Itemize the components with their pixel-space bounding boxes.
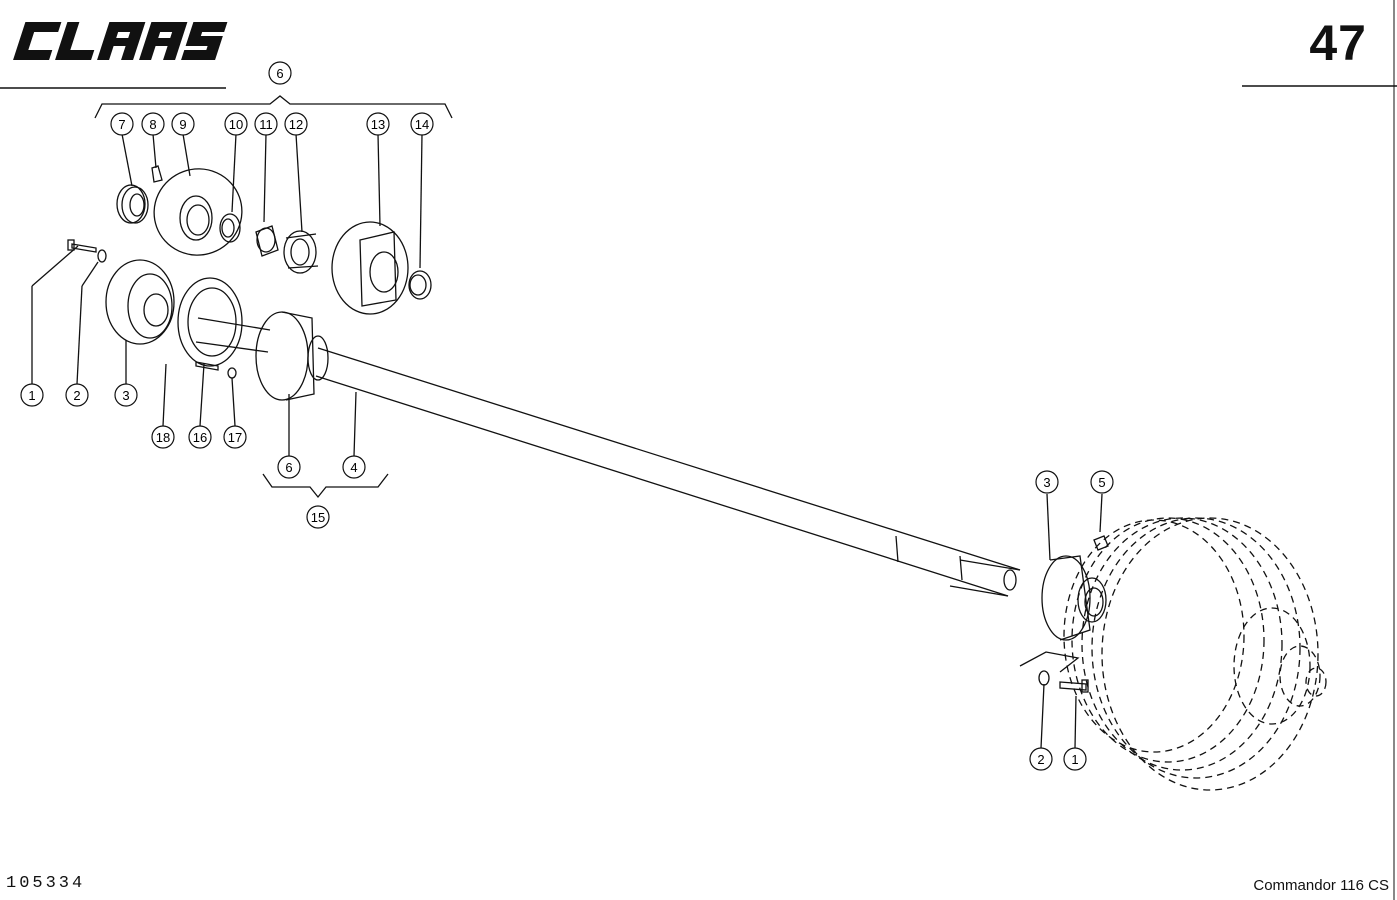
callout-2-right: 2 [1029, 747, 1053, 771]
svg-text:6: 6 [285, 460, 292, 475]
callout-16: 16 [188, 425, 212, 449]
svg-text:8: 8 [149, 117, 156, 132]
svg-text:4: 4 [350, 460, 357, 475]
svg-text:7: 7 [118, 117, 125, 132]
svg-text:13: 13 [371, 117, 385, 132]
callout-17: 17 [223, 425, 247, 449]
document-number: 105334 [6, 874, 86, 893]
svg-text:2: 2 [1037, 752, 1044, 767]
callout-7: 7 [110, 112, 134, 136]
svg-text:5: 5 [1098, 475, 1105, 490]
svg-text:9: 9 [179, 117, 186, 132]
callout-14: 14 [410, 112, 434, 136]
svg-text:1: 1 [28, 388, 35, 403]
callout-1-right: 1 [1063, 747, 1087, 771]
callout-9: 9 [171, 112, 195, 136]
callout-3-left: 3 [114, 383, 138, 407]
part-callouts: 6 7 8 9 10 11 12 13 [20, 61, 1114, 771]
callout-6-top: 6 [268, 61, 292, 85]
callout-13: 13 [366, 112, 390, 136]
svg-text:15: 15 [311, 510, 325, 525]
svg-text:11: 11 [259, 117, 273, 132]
callout-10: 10 [224, 112, 248, 136]
page-number: 47 [1309, 15, 1367, 71]
callout-4: 4 [342, 455, 366, 479]
callout-8: 8 [141, 112, 165, 136]
svg-text:17: 17 [228, 430, 242, 445]
svg-text:16: 16 [193, 430, 207, 445]
svg-text:3: 3 [1043, 475, 1050, 490]
callout-11: 11 [254, 112, 278, 136]
claas-logo [13, 22, 228, 60]
callout-18: 18 [151, 425, 175, 449]
callout-5: 5 [1090, 470, 1114, 494]
callout-15: 15 [306, 505, 330, 529]
svg-text:12: 12 [289, 117, 303, 132]
callout-2-left: 2 [65, 383, 89, 407]
callout-12: 12 [284, 112, 308, 136]
svg-text:3: 3 [122, 388, 129, 403]
svg-text:10: 10 [229, 117, 243, 132]
callout-6-bottom: 6 [277, 455, 301, 479]
callout-3-right: 3 [1035, 470, 1059, 494]
svg-text:18: 18 [156, 430, 170, 445]
svg-text:1: 1 [1071, 752, 1078, 767]
svg-text:6: 6 [276, 66, 283, 81]
svg-text:2: 2 [73, 388, 80, 403]
svg-text:14: 14 [415, 117, 429, 132]
callout-1-left: 1 [20, 383, 44, 407]
model-name: Commandor 116 CS [1253, 877, 1389, 894]
